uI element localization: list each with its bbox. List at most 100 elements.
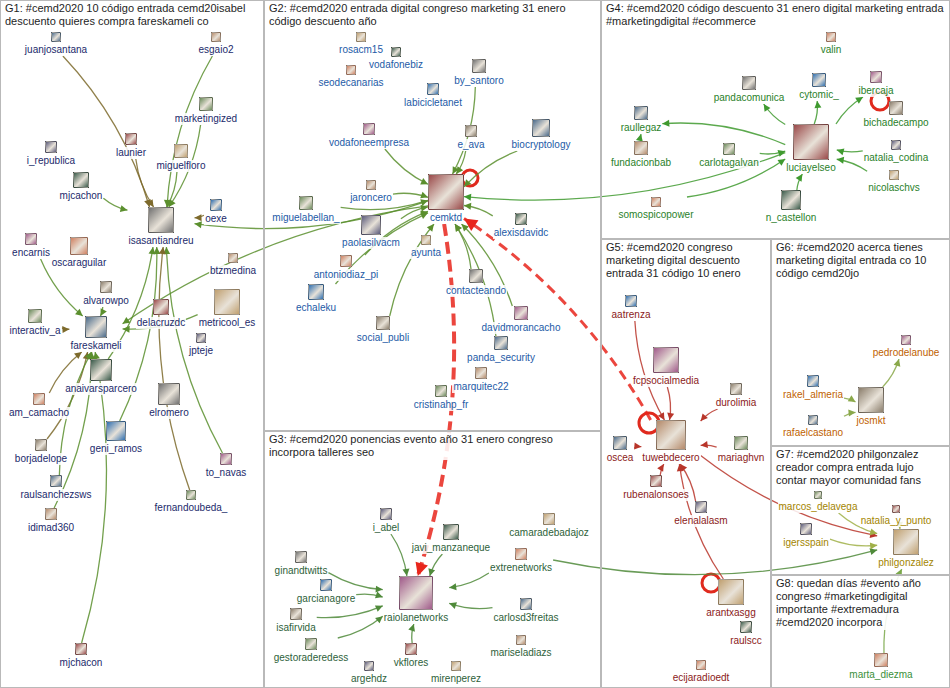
vertex-label: geni_ramos — [89, 443, 143, 455]
vertex-label: garcianagore — [296, 593, 356, 605]
vertex-icon — [742, 76, 756, 90]
edge-connector — [796, 174, 803, 190]
vertex: mariseladiazs — [489, 635, 552, 659]
vertex: vodafoneempresa — [328, 123, 410, 149]
vertex-icon — [893, 529, 919, 555]
arrow-head — [855, 97, 863, 104]
arrow-head — [449, 602, 457, 609]
vertex-icon — [613, 436, 627, 450]
vertex-label: vkflores — [393, 657, 429, 669]
edge-line — [166, 247, 222, 453]
vertex: alvarowpo — [82, 281, 130, 307]
vertex: rubenalonsoes — [622, 475, 690, 501]
edge-line — [464, 151, 517, 187]
vertex-label: igersspain — [782, 537, 830, 549]
vertex-icon — [656, 420, 686, 450]
vertex-label: raulsanchezsws — [19, 489, 92, 501]
self-loop — [462, 170, 478, 186]
vertex-icon — [196, 333, 206, 343]
vertex: fernandoubeda_ — [154, 490, 229, 514]
vertex-label: social_publi — [356, 332, 410, 344]
vertex-icon — [366, 180, 376, 190]
vertex-icon — [33, 393, 45, 405]
arrow-head — [456, 166, 463, 174]
vertex-icon — [793, 124, 829, 160]
vertex-icon — [35, 439, 47, 451]
vertex-icon — [290, 608, 302, 620]
vertex: ayunta — [410, 235, 442, 259]
edge-connector — [408, 624, 415, 643]
vertex-icon — [199, 97, 213, 111]
vertex: idimad360 — [27, 508, 75, 534]
arrow-head — [420, 192, 428, 199]
vertex: jpteje — [188, 333, 214, 357]
vertex-icon — [808, 415, 818, 425]
vertex-icon — [51, 32, 61, 42]
arrow-head — [814, 101, 821, 108]
vertex-label: extrenetworks — [489, 562, 553, 574]
group-box: G2: #cemd2020 entrada digital congreso m… — [264, 0, 601, 431]
vertex-label: fernandoubeda_ — [154, 502, 229, 514]
vertex: valin — [820, 32, 843, 56]
vertex: oscaraguilar — [51, 237, 107, 269]
group-heading: G1: #cemd2020 10 código entrada cemd20is… — [1, 1, 263, 29]
vertex-label: borjadelope — [14, 453, 68, 465]
vertex: bichadecampo — [862, 101, 929, 129]
arrow-head — [837, 157, 844, 164]
vertex-label: camaradebadajoz — [508, 527, 590, 539]
arrow-head — [667, 413, 674, 420]
vertex-icon — [295, 551, 307, 563]
vertex: arantxasgg — [705, 579, 756, 619]
vertex-label: carlotagalvan — [698, 157, 759, 169]
edge-connector — [760, 150, 786, 157]
vertex-label: pandacomunica — [713, 92, 786, 104]
vertex: rafaelcastano — [782, 415, 844, 439]
vertex-icon — [469, 269, 483, 283]
vertex: anaivarsparcero — [64, 359, 138, 395]
vertex-label: encarnis — [11, 247, 51, 259]
edge-connector — [338, 616, 383, 638]
vertex-icon — [723, 143, 735, 155]
arrow-head — [420, 199, 428, 206]
vertex-label: alexisdavidc — [493, 227, 549, 239]
vertex: camaradebadajoz — [508, 513, 590, 539]
edge-line — [167, 172, 177, 207]
vertex-label: e_ava — [456, 139, 485, 151]
vertex-label: raulscc — [729, 635, 763, 647]
vertex-icon — [427, 83, 439, 95]
vertex-label: philgonzalez — [877, 557, 935, 569]
vertex-label: raiolanetworks — [383, 612, 449, 624]
vertex: i_republica — [26, 141, 76, 167]
edge-connector — [464, 151, 517, 187]
edge-connector — [764, 104, 786, 125]
edge-connector — [159, 247, 190, 490]
vertex-icon — [45, 508, 57, 520]
vertex: josmkt — [856, 387, 887, 427]
edge-connector — [837, 148, 863, 155]
vertex-icon — [405, 643, 417, 655]
arrow-head — [74, 352, 82, 359]
vertex-label: tuwebdecero — [641, 452, 700, 464]
edge-line — [464, 153, 785, 201]
vertex-icon — [718, 579, 744, 605]
edge-connector — [428, 554, 442, 576]
vertex: jaroncero — [349, 180, 393, 204]
vertex-icon — [25, 233, 37, 245]
vertex-icon — [363, 123, 375, 135]
vertex: rosacm15 — [338, 32, 384, 56]
vertex: extrenetworks — [489, 548, 553, 574]
edge-connector — [701, 441, 717, 448]
edge-connector — [464, 203, 493, 216]
arrow-head — [123, 317, 131, 324]
arrow-head — [100, 308, 106, 316]
vertex: cemktd — [428, 174, 464, 224]
vertex-icon — [106, 421, 126, 441]
vertex-label: ayunta — [410, 247, 442, 259]
vertex: mariaghvn — [717, 436, 766, 464]
vertex-label: luciayelseo — [785, 162, 836, 174]
vertex-label: echaleku — [295, 302, 337, 314]
vertex-label: to_navas — [205, 467, 248, 479]
arrow-head — [375, 591, 383, 598]
vertex: social_publi — [356, 316, 410, 344]
vertex-label: am_camacho — [8, 407, 70, 419]
